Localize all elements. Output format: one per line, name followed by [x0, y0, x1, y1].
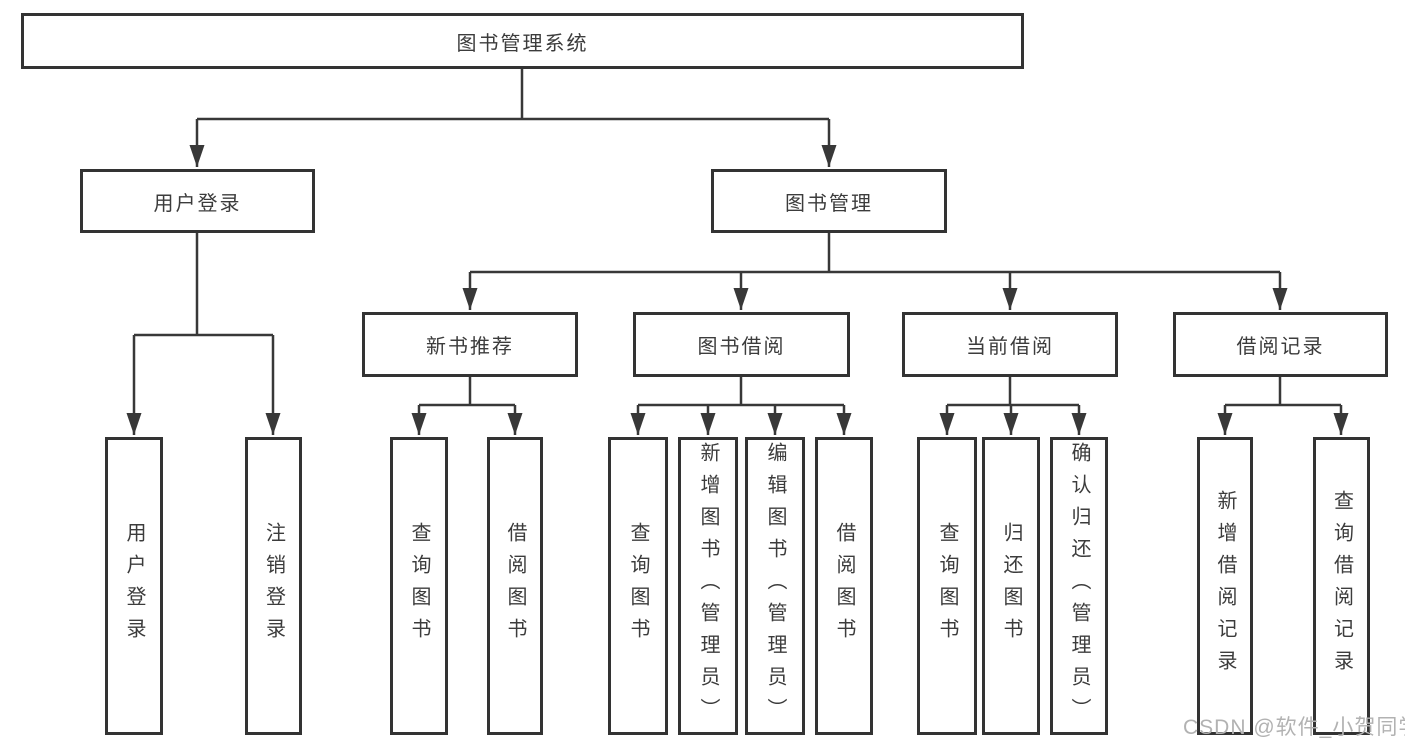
- leaf-borrow-books-2: 借阅图书: [815, 437, 873, 735]
- node-book-management-branch: 图书管理: [711, 169, 947, 233]
- node-label: 图书借阅: [697, 336, 786, 358]
- leaf-query-books-1: 查询图书: [390, 437, 448, 735]
- node-label: 查询图书: [408, 522, 430, 650]
- node-user-login-branch: 用户登录: [80, 169, 315, 233]
- leaf-edit-books-admin: 编辑图书（管理员）: [745, 437, 805, 735]
- csdn-watermark: CSDN @软件_小贺同学: [1183, 716, 1405, 739]
- leaf-query-borrow-record: 查询借阅记录: [1313, 437, 1370, 735]
- leaf-borrow-books-1: 借阅图书: [487, 437, 543, 735]
- node-label: 图书管理系统: [456, 32, 589, 55]
- node-label: 借阅图书: [833, 522, 855, 650]
- leaf-user-login: 用户登录: [105, 437, 163, 735]
- node-root: 图书管理系统: [21, 13, 1024, 69]
- node-label: 当前借阅: [966, 336, 1054, 358]
- node-label: 注销登录: [262, 522, 285, 650]
- node-label: 查询借阅记录: [1330, 490, 1353, 682]
- node-label: 归还图书: [1000, 522, 1022, 650]
- node-label: 确认归还（管理员）: [1068, 442, 1090, 730]
- node-label: 用户登录: [123, 522, 145, 650]
- node-current-borrow: 当前借阅: [902, 312, 1118, 377]
- node-label: 查询图书: [936, 522, 958, 650]
- node-label: 借阅记录: [1236, 336, 1325, 358]
- node-book-borrow: 图书借阅: [633, 312, 850, 377]
- node-label: 编辑图书（管理员）: [764, 442, 786, 730]
- leaf-return-books: 归还图书: [982, 437, 1040, 735]
- leaf-add-books-admin: 新增图书（管理员）: [678, 437, 738, 735]
- node-label: 图书管理: [785, 192, 873, 215]
- leaf-logout: 注销登录: [245, 437, 302, 735]
- leaf-add-borrow-record: 新增借阅记录: [1197, 437, 1253, 735]
- node-label: 查询图书: [627, 522, 649, 650]
- node-borrow-records: 借阅记录: [1173, 312, 1388, 377]
- node-label: 新增图书（管理员）: [697, 442, 719, 730]
- leaf-confirm-return-admin: 确认归还（管理员）: [1050, 437, 1108, 735]
- leaf-query-books-2: 查询图书: [608, 437, 668, 735]
- node-new-book-recommend: 新书推荐: [362, 312, 578, 377]
- leaf-query-books-3: 查询图书: [917, 437, 977, 735]
- node-label: 用户登录: [153, 192, 242, 215]
- node-label: 新书推荐: [426, 336, 514, 358]
- node-label: 借阅图书: [504, 522, 526, 650]
- node-label: 新增借阅记录: [1214, 490, 1236, 682]
